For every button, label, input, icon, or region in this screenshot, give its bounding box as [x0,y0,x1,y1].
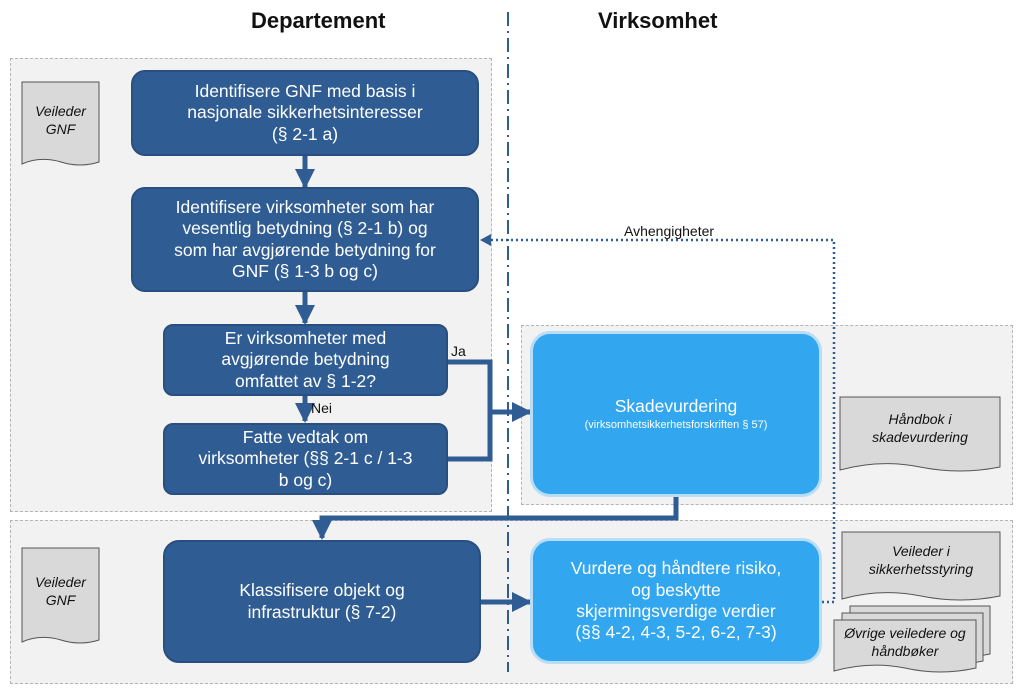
box-identify-virksomheter: Identifisere virksomheter som har vesent… [131,187,479,292]
box-identify-gnf-line1: Identifisere GNF med basis i [194,80,416,101]
box-question: Er virksomheter med avgjørende betydning… [163,324,448,396]
doc-handbok-line2: skadevurdering [872,429,968,445]
box-klassifisere-line1: Klassifisere objekt og [239,580,405,601]
doc-veileder-gnf-bottom-text: Veileder GNF [22,558,99,624]
label-avhengigheter: Avhengigheter [624,223,715,239]
box-skadevurdering-title: Skadevurdering [614,395,738,416]
box-question-line3: omfattet av § 1-2? [234,370,377,391]
document-veileder-gnf-bottom [21,547,100,644]
document-veileder-sikkerhet [841,531,1001,601]
doc-ovrige-text: Øvrige veiledere og håndbøker [834,622,976,662]
box-risiko-line2: og beskytte [631,579,721,600]
column-title-virksomhet: Virksomhet [598,8,718,33]
box-risiko: Vurdere og håndtere risiko, og beskytte … [530,538,822,664]
document-veileder-gnf-top [21,81,100,166]
label-ja: Ja [451,343,466,359]
doc-handbok-text: Håndbok i skadevurdering [840,403,1000,453]
document-ovrige-front [833,619,977,673]
box-vedtak-line3: b og c) [278,469,333,490]
box-risiko-line4: (§§ 4-2, 4-3, 5-2, 6-2, 7-3) [575,622,777,643]
box-risiko-line1: Vurdere og håndtere risiko, [570,558,782,579]
arrow-skade-to-klassifisere [312,496,679,540]
box-identify-virksomheter-line1: Identifisere virksomheter som har [175,196,435,217]
doc-veileder-gnf-top-line2: GNF [45,121,76,137]
connector-ja [448,359,493,412]
connector-vedtak [448,412,493,462]
doc-ovrige-line1: Øvrige veiledere og [844,624,966,641]
box-vedtak: Fatte vedtak om virksomheter (§§ 2-1 c /… [163,423,448,495]
document-handbok [839,396,1001,472]
box-skadevurdering: Skadevurdering (virksomhetsikkerhetsfors… [530,331,822,497]
box-vedtak-line2: virksomheter (§§ 2-1 c / 1-3 [198,448,413,469]
box-identify-virksomheter-line2: vesentlig betydning (§ 2-1 b) og [182,218,428,239]
doc-veileder-sikkerhet-text: Veileder i sikkerhetsstyring [842,537,1000,583]
box-identify-virksomheter-line3: som har avgjørende betydning for [174,239,436,260]
dotted-avhengigheter-line [490,238,836,604]
box-klassifisere: Klassifisere objekt og infrastruktur (§ … [163,540,481,663]
doc-ovrige-line2: håndbøker [871,643,939,659]
dotted-arrow-head [480,234,491,246]
doc-veileder-gnf-top-line1: Veileder [35,102,86,119]
box-identify-gnf-line2: nasjonale sikkerhetsinteresser [187,102,423,123]
box-identify-virksomheter-line4: GNF (§ 1-3 b og c) [232,260,378,281]
box-identify-gnf-line3: (§ 2-1 a) [271,123,339,144]
box-klassifisere-line2: infrastruktur (§ 7-2) [247,601,397,622]
doc-veileder-sikkerhet-line1: Veileder i [892,542,950,559]
box-vedtak-line1: Fatte vedtak om [242,426,369,447]
doc-veileder-gnf-bottom-line2: GNF [45,592,76,608]
box-question-line2: avgjørende betydning [221,349,390,370]
doc-handbok-line1: Håndbok i [888,410,952,427]
box-question-line1: Er virksomheter med [224,327,387,348]
doc-veileder-gnf-top-text: Veileder GNF [22,92,99,148]
box-identify-gnf: Identifisere GNF med basis i nasjonale s… [131,70,479,156]
box-skadevurdering-subtitle: (virksomhetsikkerhetsforskriften § 57) [584,418,768,431]
label-nei: Nei [311,400,333,416]
box-risiko-line3: skjermingsverdige verdier [576,601,776,621]
column-title-departement: Departement [251,8,386,33]
doc-veileder-sikkerhet-line2: sikkerhetsstyring [868,561,974,577]
doc-veileder-gnf-bottom-line1: Veileder [35,573,86,590]
